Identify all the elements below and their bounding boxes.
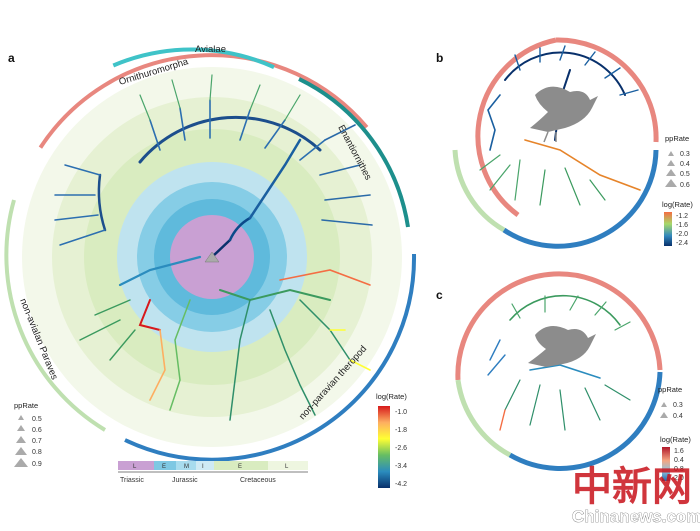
pp-triangle-icon xyxy=(14,458,28,467)
rate-colorbar-c xyxy=(662,447,670,481)
pp-triangle-icon xyxy=(668,151,674,156)
pp-triangle-icon xyxy=(661,402,667,407)
rate-colorbar-a xyxy=(378,406,390,488)
pp-triangle-icon xyxy=(660,412,668,418)
timescale-epoch: L xyxy=(285,464,289,470)
timescale-epoch: E xyxy=(238,464,242,470)
legend-pprate-c-value: 0.4 xyxy=(673,413,683,420)
legend-rate-c-value: 0.8 xyxy=(674,466,684,473)
timescale-jurassic-m xyxy=(176,461,196,470)
clade-arc-ornithuromorpha xyxy=(112,47,275,70)
legend-rate-a-value: -1.0 xyxy=(395,409,407,416)
clade-arc-c-theropod xyxy=(508,371,663,471)
legend-pprate-a-value: 0.6 xyxy=(32,427,42,434)
legend-rate-a: log(Rate) -1.0 -1.8 -2.6 -3.4 -4.2 xyxy=(376,392,407,488)
pp-triangle-icon xyxy=(16,436,26,443)
clade-arc-non-paravian-theropod xyxy=(124,253,417,462)
legend-rate-b-value: -2.4 xyxy=(676,240,688,247)
legend-rate-c-value: 2.0 xyxy=(674,475,684,482)
legend-pprate-a-title: ppRate xyxy=(14,401,38,410)
legend-pprate-a-value: 0.5 xyxy=(32,416,42,423)
pp-triangle-icon xyxy=(667,160,675,166)
timescale-cretaceous-l xyxy=(268,461,308,470)
clade-arc-b-paraves xyxy=(452,149,506,233)
timescale-period-triassic: Triassic xyxy=(120,477,144,484)
legend-rate-a-value: -1.8 xyxy=(395,427,407,434)
legend-rate-b: log(Rate) -1.2 -1.6 -2.0 -2.4 xyxy=(662,200,693,247)
timescale-period-cretaceous: Cretaceous xyxy=(240,477,276,484)
timescale-epoch: E xyxy=(162,464,166,470)
clade-arc-c-paraves xyxy=(455,379,512,458)
legend-rate-c-value: 0.4 xyxy=(674,457,684,464)
clade-arc-non-avialan-paraves xyxy=(4,199,107,432)
legend-rate-c-value: 1.6 xyxy=(674,448,684,455)
legend-pprate-a-value: 0.9 xyxy=(32,461,42,468)
legend-pprate-b-value: 0.6 xyxy=(680,182,690,189)
legend-rate-c: log(Rate) 1.6 0.4 0.8 2.0 xyxy=(660,435,691,482)
panel-a-letter: a xyxy=(8,51,15,65)
panel-c-letter: c xyxy=(436,288,443,302)
legend-pprate-a-value: 0.8 xyxy=(32,449,42,456)
root-node-marker xyxy=(204,251,220,263)
phylogeny-tree-a xyxy=(54,74,373,421)
clade-label-avialae: Avialae xyxy=(195,44,226,55)
clade-arc-avialae xyxy=(38,53,369,149)
clade-arc-c-avialae xyxy=(455,271,663,381)
legend-pprate-c: ppRate 0.3 0.4 xyxy=(658,385,683,420)
clade-arc-b-avialae-top xyxy=(555,37,659,143)
legend-pprate-b-title: ppRate xyxy=(665,134,689,143)
legend-rate-c-title: log(Rate) xyxy=(660,435,691,444)
legend-pprate-b-value: 0.5 xyxy=(680,171,690,178)
pp-triangle-icon xyxy=(15,447,27,455)
legend-pprate-b: ppRate 0.3 0.4 0.5 0.6 xyxy=(665,134,690,189)
bird-silhouette-c xyxy=(528,326,596,367)
panel-a: a xyxy=(4,44,417,488)
pp-triangle-icon xyxy=(17,425,25,431)
legend-pprate-a-value: 0.7 xyxy=(32,438,42,445)
panel-c: c ppRate 0.3 0.4 log(Rate) 1.6 0.4 xyxy=(436,271,691,482)
legend-rate-a-value: -4.2 xyxy=(395,481,407,488)
clade-arc-enantiornithes xyxy=(298,77,410,228)
timescale-triassic-l xyxy=(118,461,154,470)
phylogeny-tree-c xyxy=(487,294,631,431)
legend-rate-b-title: log(Rate) xyxy=(662,200,693,209)
legend-rate-b-value: -1.2 xyxy=(676,213,688,220)
bird-silhouette-b xyxy=(530,86,598,143)
legend-rate-a-title: log(Rate) xyxy=(376,392,407,401)
pp-triangle-icon xyxy=(666,169,676,176)
timescale-jurassic-l xyxy=(196,461,214,470)
watermark-site: Chinanews.com xyxy=(572,507,700,526)
panel-b-letter: b xyxy=(436,51,443,65)
pp-triangle-icon xyxy=(18,415,24,420)
watermark: 中新网 Chinanews.com xyxy=(572,463,700,526)
timescale-cretaceous-e xyxy=(214,461,268,470)
timescale-period-jurassic: Jurassic xyxy=(172,477,198,484)
timescale-epoch: I xyxy=(202,464,204,470)
timescale-epoch: M xyxy=(184,464,189,470)
watermark-chinese: 中新网 xyxy=(572,463,692,510)
legend-pprate-b-value: 0.3 xyxy=(680,151,690,158)
legend-rate-a-value: -3.4 xyxy=(395,463,407,470)
legend-pprate-a: ppRate 0.5 0.6 0.7 0.8 0.9 xyxy=(14,401,42,468)
legend-pprate-c-title: ppRate xyxy=(658,385,682,394)
legend-rate-b-value: -2.0 xyxy=(676,231,688,238)
legend-pprate-b-value: 0.4 xyxy=(680,161,690,168)
clade-arc-b-theropod xyxy=(502,149,659,249)
rate-colorbar-b xyxy=(664,212,672,246)
timescale-epoch: L xyxy=(133,464,137,470)
timescale-bar: L E M I E L Triassic Jurassic Cretaceous xyxy=(118,461,308,484)
legend-rate-b-value: -1.6 xyxy=(676,222,688,229)
panel-b: b ppRate 0.3 0.4 0.5 0.6 xyxy=(436,37,693,249)
timescale-jurassic-e xyxy=(154,461,176,470)
clade-arc-b-avialae xyxy=(475,37,557,218)
legend-pprate-c-value: 0.3 xyxy=(673,402,683,409)
pp-triangle-icon xyxy=(665,179,677,187)
legend-rate-a-value: -2.6 xyxy=(395,445,407,452)
